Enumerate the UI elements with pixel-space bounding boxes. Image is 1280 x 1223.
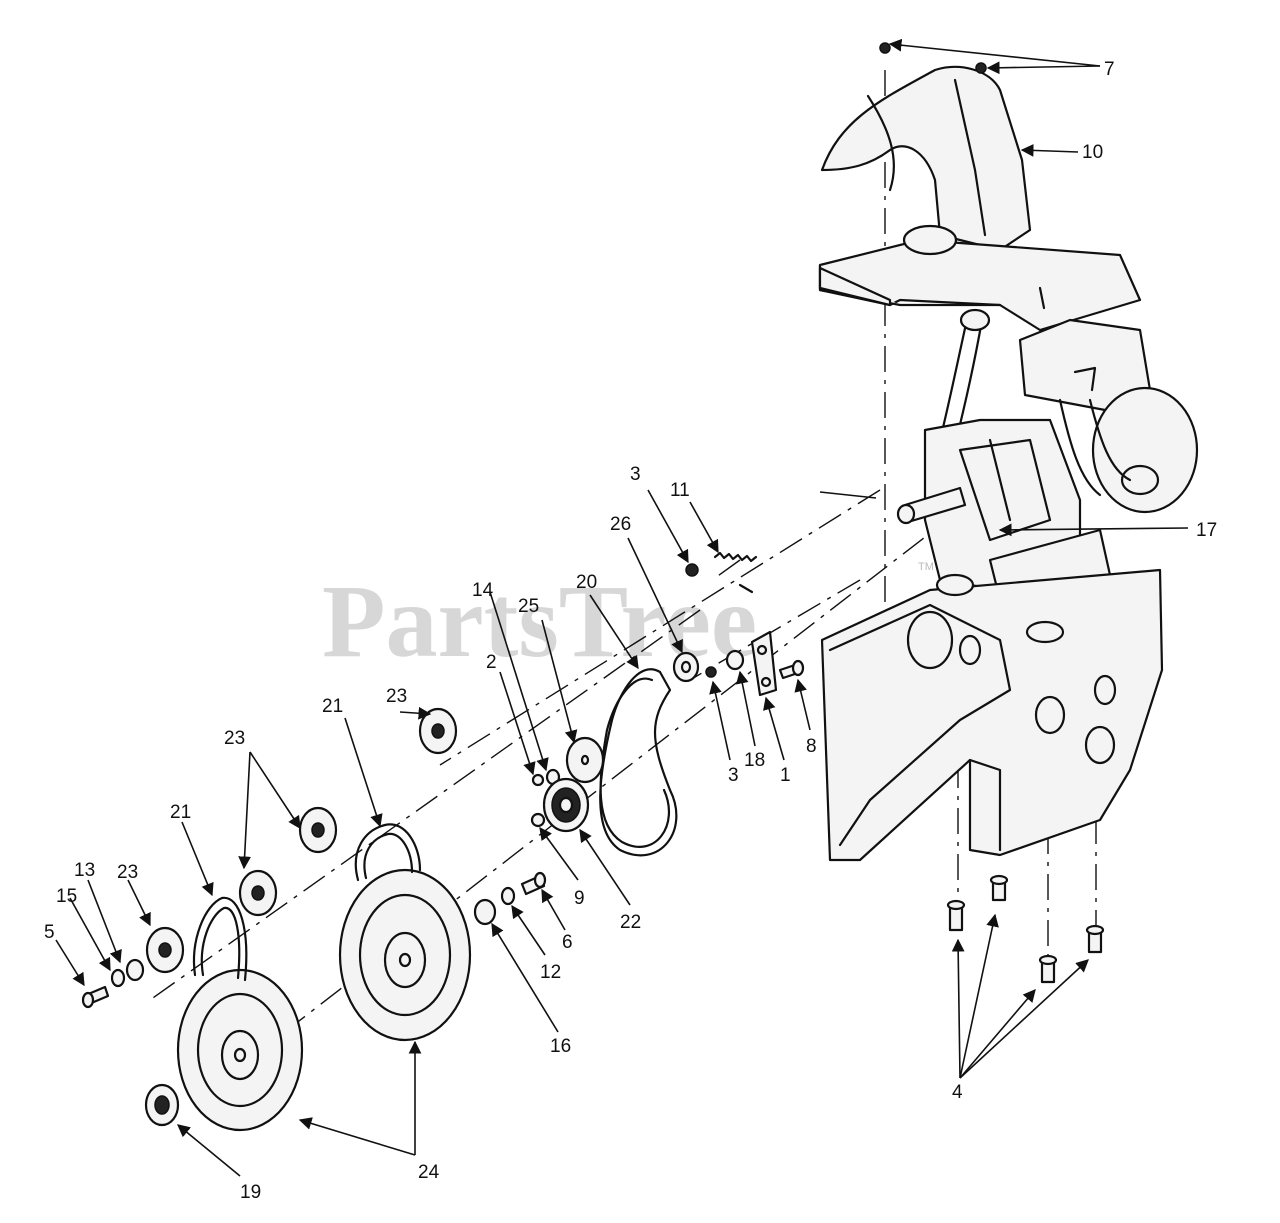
frame-plate	[820, 568, 1164, 862]
callout-9: 9	[574, 888, 585, 909]
callout-21-lower: 21	[170, 802, 191, 823]
idler-assembly	[672, 551, 805, 697]
leader-arrows	[55, 38, 1189, 1177]
callout-17: 17	[1196, 520, 1217, 541]
callout-6: 6	[562, 932, 573, 953]
callout-4: 4	[952, 1082, 963, 1103]
callout-23-top: 23	[386, 686, 407, 707]
callout-7: 7	[1104, 59, 1115, 80]
callout-23-left: 23	[117, 862, 138, 883]
watermark-trademark: TM	[918, 561, 934, 573]
hardware-6-12-16	[473, 871, 547, 926]
callout-14: 14	[472, 580, 494, 601]
pulley-19	[144, 1083, 180, 1127]
callout-19: 19	[240, 1182, 261, 1203]
callout-11: 11	[670, 480, 690, 501]
callout-labels: 7 10 17 3 11 26 20 14 25 2 23 21 23 21 1…	[44, 59, 1217, 1203]
engine-assembly	[818, 65, 1199, 602]
washers-23	[145, 707, 458, 974]
bolts-4	[946, 874, 1105, 984]
callout-18: 18	[744, 750, 765, 771]
callout-1: 1	[780, 765, 791, 786]
callout-12: 12	[540, 962, 561, 983]
callout-3-lower: 3	[728, 765, 739, 786]
callout-2: 2	[486, 652, 497, 673]
belt-20	[599, 668, 678, 857]
hardware-5-13-15	[81, 958, 145, 1009]
callout-21-upper: 21	[322, 696, 343, 717]
callout-25: 25	[518, 596, 539, 617]
callout-22: 22	[620, 912, 641, 933]
engine-pulley-24	[176, 896, 304, 1132]
callout-20: 20	[576, 572, 597, 593]
callout-26: 26	[610, 514, 631, 535]
idler-pulley-22	[530, 777, 590, 833]
callout-24: 24	[418, 1162, 440, 1183]
auger-pulley-24	[338, 823, 472, 1042]
callout-8: 8	[806, 736, 817, 757]
callout-16: 16	[550, 1036, 571, 1057]
callout-3-upper: 3	[630, 464, 641, 485]
callout-23-middle: 23	[224, 728, 245, 749]
callout-15: 15	[56, 886, 77, 907]
callout-10: 10	[1082, 142, 1103, 163]
callout-5: 5	[44, 922, 55, 943]
callout-13: 13	[74, 860, 95, 881]
